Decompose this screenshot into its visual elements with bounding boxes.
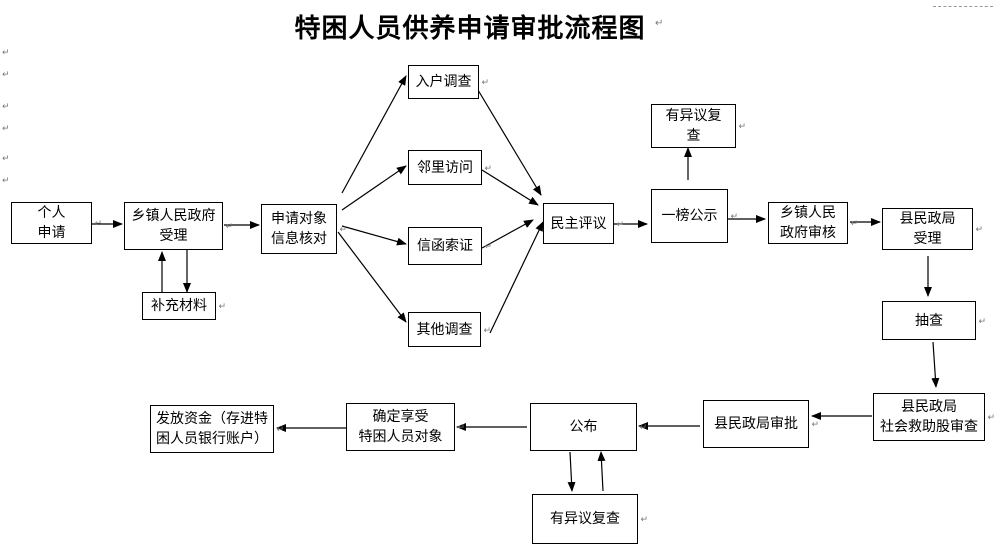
node-confirm-recipients: 确定享受 特困人员对象 [346,403,465,451]
node-township-acceptance: 乡镇人民政府 受理 [124,202,233,250]
paragraph-mark: ↵ [2,176,10,186]
node-township-audit: 乡镇人民 政府审核 [768,202,858,244]
node-county-approval: 县民政局审批 [703,400,819,448]
arrow-objection-to-announce [597,451,606,492]
arrow-verify-to-neighbor [341,165,407,211]
node-announcement: 公布 [530,403,647,451]
arrow-household-to-democratic [477,89,542,196]
arrow-announce-to-objection [567,451,576,492]
diagram-title: 特困人员供养申请审批流程图 [294,14,646,44]
node-spot-check: 抽查 [882,301,986,340]
node-fund-disbursement: 发放资金（存进特 困人员银行账户） [150,405,284,453]
node-objection-review-top: 有异议复 查 [651,104,746,148]
paragraph-mark: ↵ [2,154,10,164]
paragraph-mark: ↵ [2,48,10,58]
page-corner-mark [933,0,993,7]
node-supplement-materials: 补充材料 [142,292,226,320]
paragraph-mark: ↵ [2,102,10,112]
arrow-verify-to-letter [341,225,407,246]
paragraph-mark: ↵ [2,70,10,80]
arrow-verify-to-household [341,75,407,194]
arrow-spot-check-to-relief [931,341,940,388]
node-county-relief-review: 县民政局 社会救助股审查 [873,393,995,441]
node-objection-review-bottom: 有异议复查 [532,494,648,544]
node-neighbor-visit: 邻里访问 [408,150,492,185]
node-first-publicity: 一榜公示 [651,189,738,243]
node-info-verification: 申请对象 信息核对 [261,204,347,254]
node-letter-evidence: 信函索证 [408,227,492,265]
node-other-survey: 其他调查 [408,312,491,347]
node-democratic-review: 民主评议 [543,203,624,244]
paragraph-mark: ↵ [655,18,664,29]
arrow-verify-to-other [337,231,407,323]
arrow-other-to-democratic [489,221,544,334]
paragraph-mark: ↵ [2,124,10,134]
node-county-acceptance: 县民政局 受理 [882,208,983,250]
node-personal-application: 个人 申请 [11,202,102,244]
node-household-survey: 入户调查 [408,65,489,99]
